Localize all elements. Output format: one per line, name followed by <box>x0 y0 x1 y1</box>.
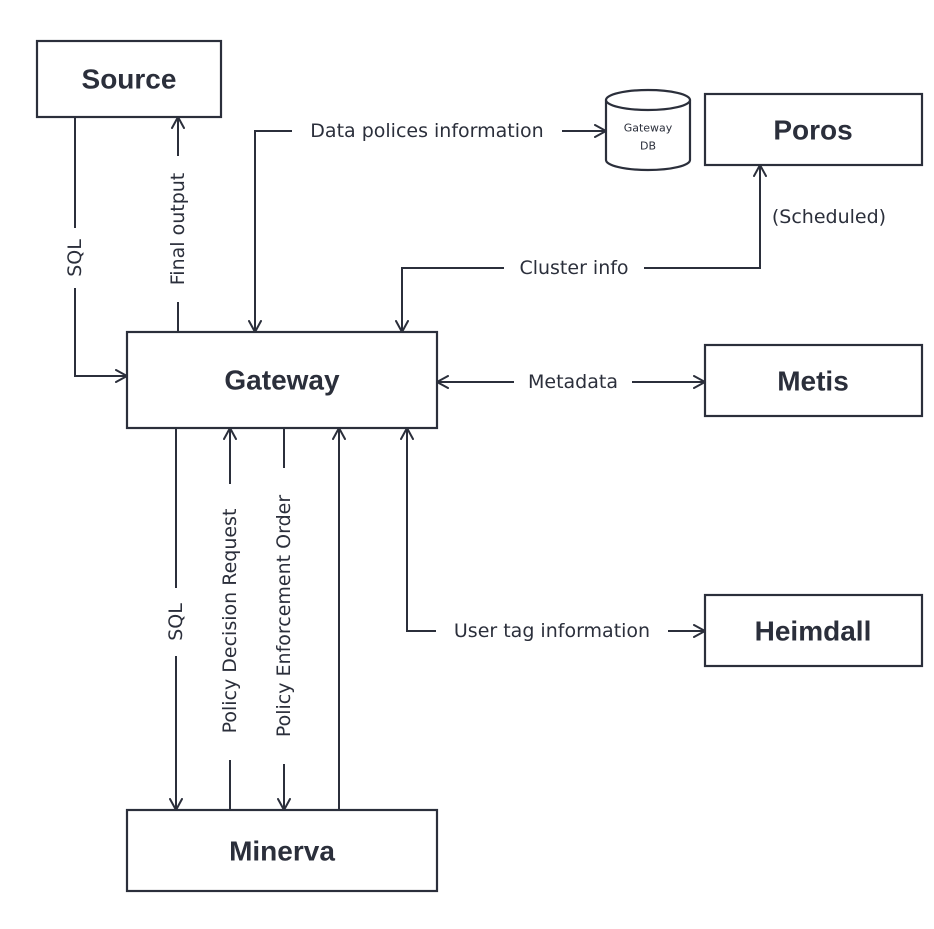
minerva-node: Minerva <box>125 808 439 893</box>
gateway-sql-label: SQL <box>165 603 187 641</box>
data-policies-edge: Data polices information <box>248 118 607 333</box>
gateway-db-icon: Gateway DB <box>604 88 692 172</box>
source-sql-edge: SQL <box>62 117 128 383</box>
policy-decision-edge: Policy Decision Request <box>217 427 243 810</box>
source-node: Source <box>35 39 223 119</box>
poros-label: Poros <box>773 115 852 146</box>
source-label: Source <box>82 64 177 95</box>
scheduled-label: (Scheduled) <box>772 206 886 228</box>
user-tag-edge: User tag information <box>400 427 706 644</box>
cluster-info-edge: Cluster info (Scheduled) <box>395 164 886 333</box>
gateway-db-label-line1: Gateway <box>624 122 673 135</box>
final-output-label: Final output <box>167 173 189 286</box>
gateway-label: Gateway <box>224 365 340 396</box>
metis-node: Metis <box>703 343 924 418</box>
cluster-info-label: Cluster info <box>519 257 628 279</box>
minerva-label: Minerva <box>229 836 335 867</box>
gateway-sql-edge: SQL <box>163 428 189 811</box>
policy-enforcement-label: Policy Enforcement Order <box>273 495 295 737</box>
gateway-node: Gateway <box>125 330 439 430</box>
final-output-edge: Final output <box>165 116 191 332</box>
heimdall-label: Heimdall <box>755 616 872 647</box>
user-tag-label: User tag information <box>454 620 650 642</box>
poros-node: Poros <box>703 92 924 167</box>
policy-decision-label: Policy Decision Request <box>219 509 241 734</box>
data-policies-label: Data polices information <box>310 120 543 142</box>
metadata-label: Metadata <box>528 371 618 393</box>
metadata-edge: Metadata <box>436 369 706 395</box>
heimdall-node: Heimdall <box>703 593 924 668</box>
gateway-db-label-line2: DB <box>640 140 656 153</box>
source-sql-label: SQL <box>64 239 86 277</box>
metis-label: Metis <box>777 366 849 397</box>
policy-enforcement-edge: Policy Enforcement Order <box>271 428 297 811</box>
